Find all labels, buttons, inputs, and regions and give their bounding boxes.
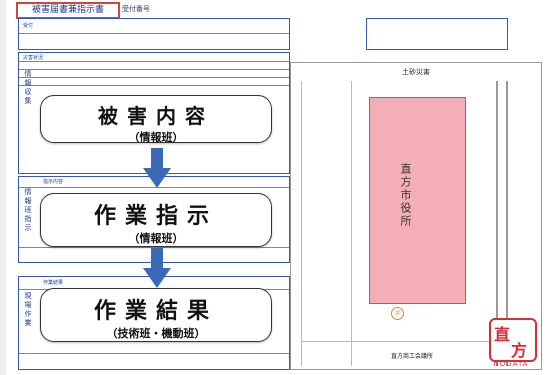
nogata-logo: 直 方 NOGATA <box>486 318 537 368</box>
railway-line <box>506 81 508 366</box>
step-work-result-title: 作業結果 <box>93 299 218 324</box>
map-panel: 土砂災害 直方市役所 ⑦ 直方商工会議所 <box>290 62 542 370</box>
road-line <box>301 341 531 342</box>
info-vertical-label: 情報収集 <box>24 70 32 106</box>
city-hall-label: 直方市役所 <box>399 163 412 228</box>
down-arrow-2 <box>143 248 171 288</box>
work-result-label: 作業結果 <box>43 280 64 286</box>
railway-line <box>496 81 498 366</box>
receipt-grid: 受付 <box>18 18 290 50</box>
down-arrow-1 <box>143 148 171 188</box>
step-work-instruction: 作業指示 （情報班） <box>40 193 272 247</box>
step-work-result: 作業結果 （技術班・機動班） <box>40 288 272 342</box>
receipt-grid-right <box>366 18 508 50</box>
step-damage-content-sub: （情報班） <box>128 131 184 144</box>
step-damage-content-title: 被害内容 <box>98 104 214 128</box>
chamber-of-commerce-label: 直方商工会議所 <box>391 353 434 360</box>
landmark-marker: ⑦ <box>391 307 404 320</box>
step-work-instruction-title: 作業指示 <box>93 204 218 229</box>
instruct-vertical-label: 情報班指示 <box>24 188 32 233</box>
map-title: 土砂災害 <box>402 68 430 76</box>
step-work-instruction-sub: （情報班） <box>128 232 184 245</box>
damage-status-label: 災害状況 <box>23 55 44 61</box>
result-vertical-label: 現場作業 <box>24 292 32 328</box>
road-line <box>351 81 352 366</box>
logo-kanji-2: 方 <box>511 341 528 360</box>
instruction-label: 指示内容 <box>43 179 64 185</box>
receipt-label: 受付 <box>23 23 34 29</box>
city-hall-building <box>369 97 466 304</box>
logo-frame: 直 方 <box>489 318 537 362</box>
receipt-number-label: 受付番号 <box>122 5 150 13</box>
logo-latin: NOGATA <box>493 360 529 368</box>
road-line <box>301 81 302 366</box>
form-title: 被害届書兼指示書 <box>16 2 120 19</box>
logo-kanji-1: 直 <box>494 325 511 344</box>
step-damage-content: 被害内容 （情報班） <box>40 95 272 144</box>
step-work-result-sub: （技術班・機動班） <box>106 327 206 340</box>
